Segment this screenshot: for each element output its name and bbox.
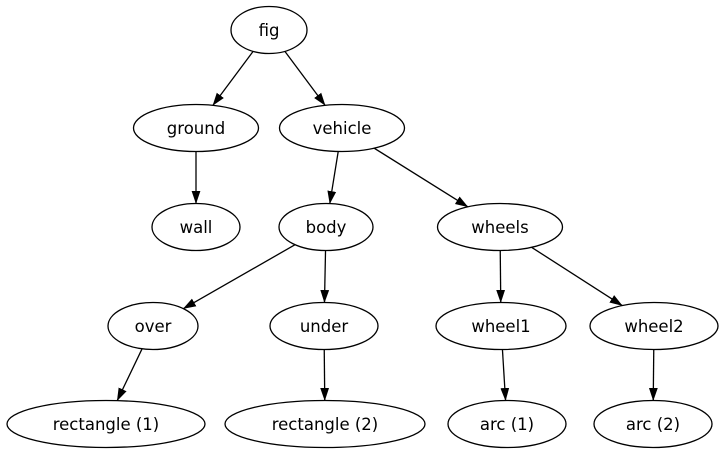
edge-over-rectangle1 [116, 348, 143, 402]
node-arc2: arc (2) [593, 399, 713, 449]
node-ellipse-wheel2 [589, 301, 719, 351]
node-ellipse-arc2 [593, 399, 713, 449]
edge-fig-ground [212, 50, 254, 106]
node-label-body: body [306, 218, 347, 237]
node-ellipse-fig [230, 5, 308, 55]
node-wheel2: wheel2 [589, 301, 719, 351]
node-label-wheel2: wheel2 [624, 317, 683, 336]
node-ellipse-wheel1 [435, 301, 567, 351]
node-ellipse-rectangle1 [6, 399, 206, 449]
node-label-over: over [135, 317, 172, 336]
node-ellipse-under [269, 301, 379, 351]
node-label-arc1: arc (1) [480, 415, 534, 434]
node-label-wall: wall [180, 218, 213, 237]
node-rectangle1: rectangle (1) [6, 399, 206, 449]
node-under: under [269, 301, 379, 351]
edge-wheel1-arc1 [500, 349, 510, 402]
node-ellipse-vehicle [278, 103, 406, 153]
node-ellipse-ground [132, 103, 260, 153]
node-label-rectangle2: rectangle (2) [272, 415, 379, 434]
node-label-arc2: arc (2) [626, 415, 680, 434]
node-ground: ground [132, 103, 260, 153]
node-ellipse-arc1 [447, 399, 567, 449]
node-rectangle2: rectangle (2) [224, 399, 426, 449]
node-ellipse-wall [151, 202, 241, 252]
node-label-ground: ground [167, 119, 225, 138]
node-label-vehicle: vehicle [313, 119, 372, 138]
node-ellipse-over [107, 301, 199, 351]
node-wheel1: wheel1 [435, 301, 567, 351]
node-wheels: wheels [436, 202, 564, 252]
node-ellipse-body [278, 202, 374, 252]
edge-wheel2-arc2 [648, 349, 658, 401]
node-over: over [107, 301, 199, 351]
node-label-under: under [300, 317, 349, 336]
edge-under-rectangle2 [320, 349, 330, 401]
node-vehicle: vehicle [278, 103, 406, 153]
node-ellipse-wheels [436, 202, 564, 252]
node-ellipse-rectangle2 [224, 399, 426, 449]
node-label-fig: fig [259, 21, 280, 40]
node-label-rectangle1: rectangle (1) [53, 415, 160, 434]
node-label-wheel1: wheel1 [471, 317, 530, 336]
edge-vehicle-body [327, 151, 339, 205]
node-body: body [278, 202, 374, 252]
edge-vehicle-wheels [373, 147, 469, 208]
edge-fig-vehicle [284, 50, 326, 106]
edge-wheels-wheel2 [531, 246, 623, 307]
node-arc1: arc (1) [447, 399, 567, 449]
edge-body-over [182, 244, 296, 310]
node-label-wheels: wheels [471, 218, 528, 237]
edge-wheels-wheel1 [496, 250, 506, 303]
edge-body-under [320, 250, 330, 303]
node-fig: fig [230, 5, 308, 55]
node-wall: wall [151, 202, 241, 252]
